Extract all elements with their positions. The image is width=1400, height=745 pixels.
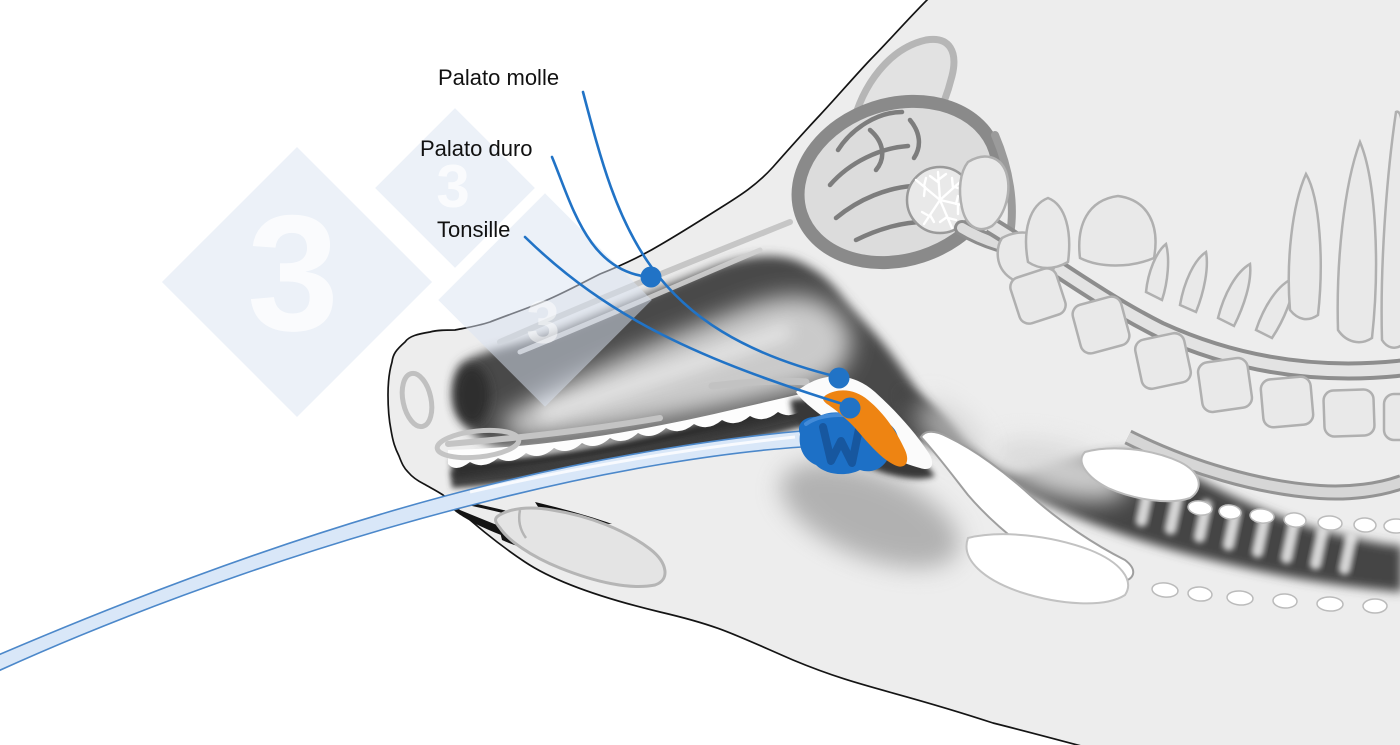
tongue xyxy=(494,506,667,588)
watermark-digit: 3 xyxy=(436,153,469,220)
watermark-diamond xyxy=(375,108,535,268)
vertebrae xyxy=(958,110,1400,442)
premaxilla-ring xyxy=(434,427,522,461)
watermark-digit: 3 xyxy=(526,289,559,356)
snout-bones xyxy=(399,370,522,461)
leader-lines xyxy=(523,90,861,419)
leader-palato-duro xyxy=(550,155,652,279)
label-tonsille: Tonsille xyxy=(437,217,510,242)
hard-palate-rugae xyxy=(445,393,812,478)
spinous-process xyxy=(1380,110,1400,349)
esophagus xyxy=(1124,429,1400,501)
watermark-diamond xyxy=(438,193,652,407)
larynx-epiglottis xyxy=(919,430,1400,614)
marker-dot-palato-duro xyxy=(640,266,662,288)
marker-dot-palato-molle xyxy=(828,367,850,389)
label-palato-molle: Palato molle xyxy=(438,65,559,90)
watermark: 3 3 3 xyxy=(161,108,652,418)
tracheal-rings-shine xyxy=(1135,483,1358,575)
spinous-process xyxy=(1287,171,1322,321)
labels: Palato molle Palato duro Tonsille xyxy=(420,65,559,242)
watermark-diamond xyxy=(161,146,433,418)
label-palato-duro: Palato duro xyxy=(420,136,533,161)
atlas-blob xyxy=(958,155,1010,231)
watermark-digit: 3 xyxy=(247,181,339,365)
leader-tonsille xyxy=(523,235,851,408)
marker-dot-tonsille xyxy=(839,397,861,419)
hyoid-ovals xyxy=(1151,500,1400,614)
spinous-process xyxy=(1336,138,1378,344)
nostril-ring xyxy=(399,370,435,430)
vomer-stripe xyxy=(708,377,810,390)
